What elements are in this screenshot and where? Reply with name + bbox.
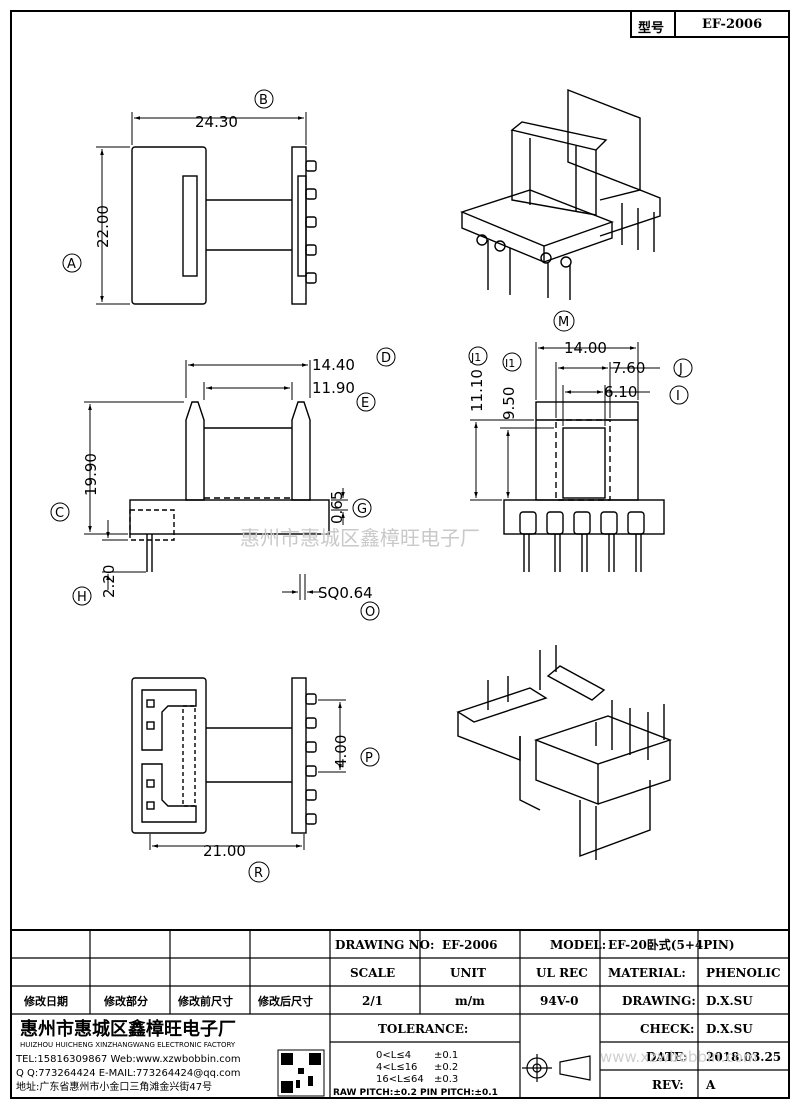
tol-value-1: ±0.1 (434, 1050, 458, 1061)
company-qq: Q Q:773264424 E-MAIL:773264424@qq.com (16, 1068, 241, 1079)
ul-value: 94V-0 (540, 994, 578, 1008)
rev-header-date: 修改日期 (23, 994, 68, 1008)
label-d: D (381, 351, 391, 366)
dim-width-24: 24.30 (195, 113, 238, 131)
tol-range-2: 4<L≤16 (376, 1062, 417, 1073)
unit-label: UNIT (450, 966, 486, 980)
tol-range-1: 0<L≤4 (376, 1050, 411, 1061)
iso-view-top (459, 88, 661, 332)
label-p: P (365, 751, 373, 766)
company-name-cn: 惠州市惠城区鑫樟旺电子厂 (20, 1018, 236, 1040)
label-m: M (558, 315, 569, 330)
header-model-box: 型号 EF-2006 (630, 10, 790, 38)
unit-value: m/m (455, 994, 485, 1008)
company-tel: TEL:15816309867 Web:www.xzwbobbin.com (15, 1054, 241, 1065)
material-value: PHENOLIC (706, 966, 781, 980)
dim-sq0-64: SQ0.64 (318, 584, 373, 602)
dim-14-00: 14.00 (564, 339, 607, 357)
rev-label: REV: (652, 1078, 684, 1092)
dim-2-20: 2.20 (100, 565, 118, 598)
tol-value-3: ±0.3 (434, 1074, 458, 1085)
header-model-value: EF-2006 (702, 17, 763, 32)
company-address: 地址:广东省惠州市小金口三角滩金兴街47号 (16, 1080, 212, 1093)
rev-header-before: 修改前尺寸 (177, 994, 233, 1008)
dim-0-65: 0.65 (328, 491, 346, 524)
model-label: MODEL: (550, 938, 606, 952)
date-watermark: www.xzwbobbin.com (600, 1048, 757, 1066)
label-i1: I1 (505, 357, 515, 370)
drawing-value: D.X.SU (706, 994, 753, 1008)
label-a: A (67, 257, 76, 272)
side-view (50, 347, 396, 621)
label-j1: J1 (470, 351, 481, 364)
drawing-frame (10, 10, 790, 1099)
label-c: C (55, 506, 64, 521)
company-name-en: HUIZHOU HUICHENG XINZHANGWANG ELECTRONIC… (20, 1041, 236, 1049)
title-block-grid (10, 929, 790, 1099)
drawing-label: DRAWING: (622, 994, 696, 1008)
iso-view-bottom (456, 645, 673, 860)
label-g: G (357, 502, 367, 517)
ul-rec-label: UL REC (536, 966, 588, 980)
check-label: CHECK: (640, 1022, 694, 1036)
header-divider (674, 12, 676, 36)
model-value: EF-20卧式(5+4PIN) (608, 937, 735, 952)
label-h: H (77, 590, 87, 605)
dim-11-90: 11.90 (312, 379, 355, 397)
header-model-label: 型号 (638, 21, 665, 36)
qr-code-icon (277, 1049, 325, 1097)
scale-label: SCALE (350, 966, 395, 980)
label-i: I (676, 389, 680, 404)
label-r: R (254, 866, 263, 881)
dim-height-22: 22.00 (94, 205, 112, 248)
check-value: D.X.SU (706, 1022, 753, 1036)
date-label: DATE: (646, 1050, 688, 1064)
scale-value: 2/1 (362, 994, 383, 1008)
rev-header-after: 修改后尺寸 (257, 994, 313, 1008)
material-label: MATERIAL: (608, 966, 686, 980)
dim-6-10: 6.10 (604, 383, 637, 401)
drawing-no-value: EF-2006 (442, 938, 498, 952)
dim-7-60: 7.60 (612, 359, 645, 377)
pitch-note: RAW PITCH:±0.2 PIN PITCH:±0.1 (333, 1088, 498, 1098)
top-view (62, 89, 317, 305)
rev-header-part: 修改部分 (103, 994, 148, 1008)
tol-value-2: ±0.2 (434, 1062, 458, 1073)
projection-symbol-icon (522, 1054, 591, 1082)
tol-range-3: 16<L≤64 (376, 1074, 424, 1085)
front-view (468, 342, 693, 572)
dim-14-40: 14.40 (312, 356, 355, 374)
rev-value: A (705, 1078, 716, 1092)
date-value: 2018.03.25 (706, 1050, 781, 1064)
label-o: O (365, 605, 375, 620)
label-j: J (678, 362, 683, 377)
label-b: B (259, 93, 268, 108)
watermark: 惠州市惠城区鑫樟旺电子厂 (240, 526, 480, 550)
label-e: E (361, 396, 369, 411)
bottom-view (131, 677, 380, 883)
dim-21-00: 21.00 (203, 842, 246, 860)
dim-11-10: 11.10 (468, 369, 486, 412)
dim-9-50: 9.50 (500, 387, 518, 420)
dim-4-00: 4.00 (332, 735, 350, 768)
dim-19-90: 19.90 (82, 453, 100, 496)
drawing-no-label: DRAWING NO: (335, 938, 434, 952)
tolerance-label: TOLERANCE: (378, 1022, 468, 1036)
